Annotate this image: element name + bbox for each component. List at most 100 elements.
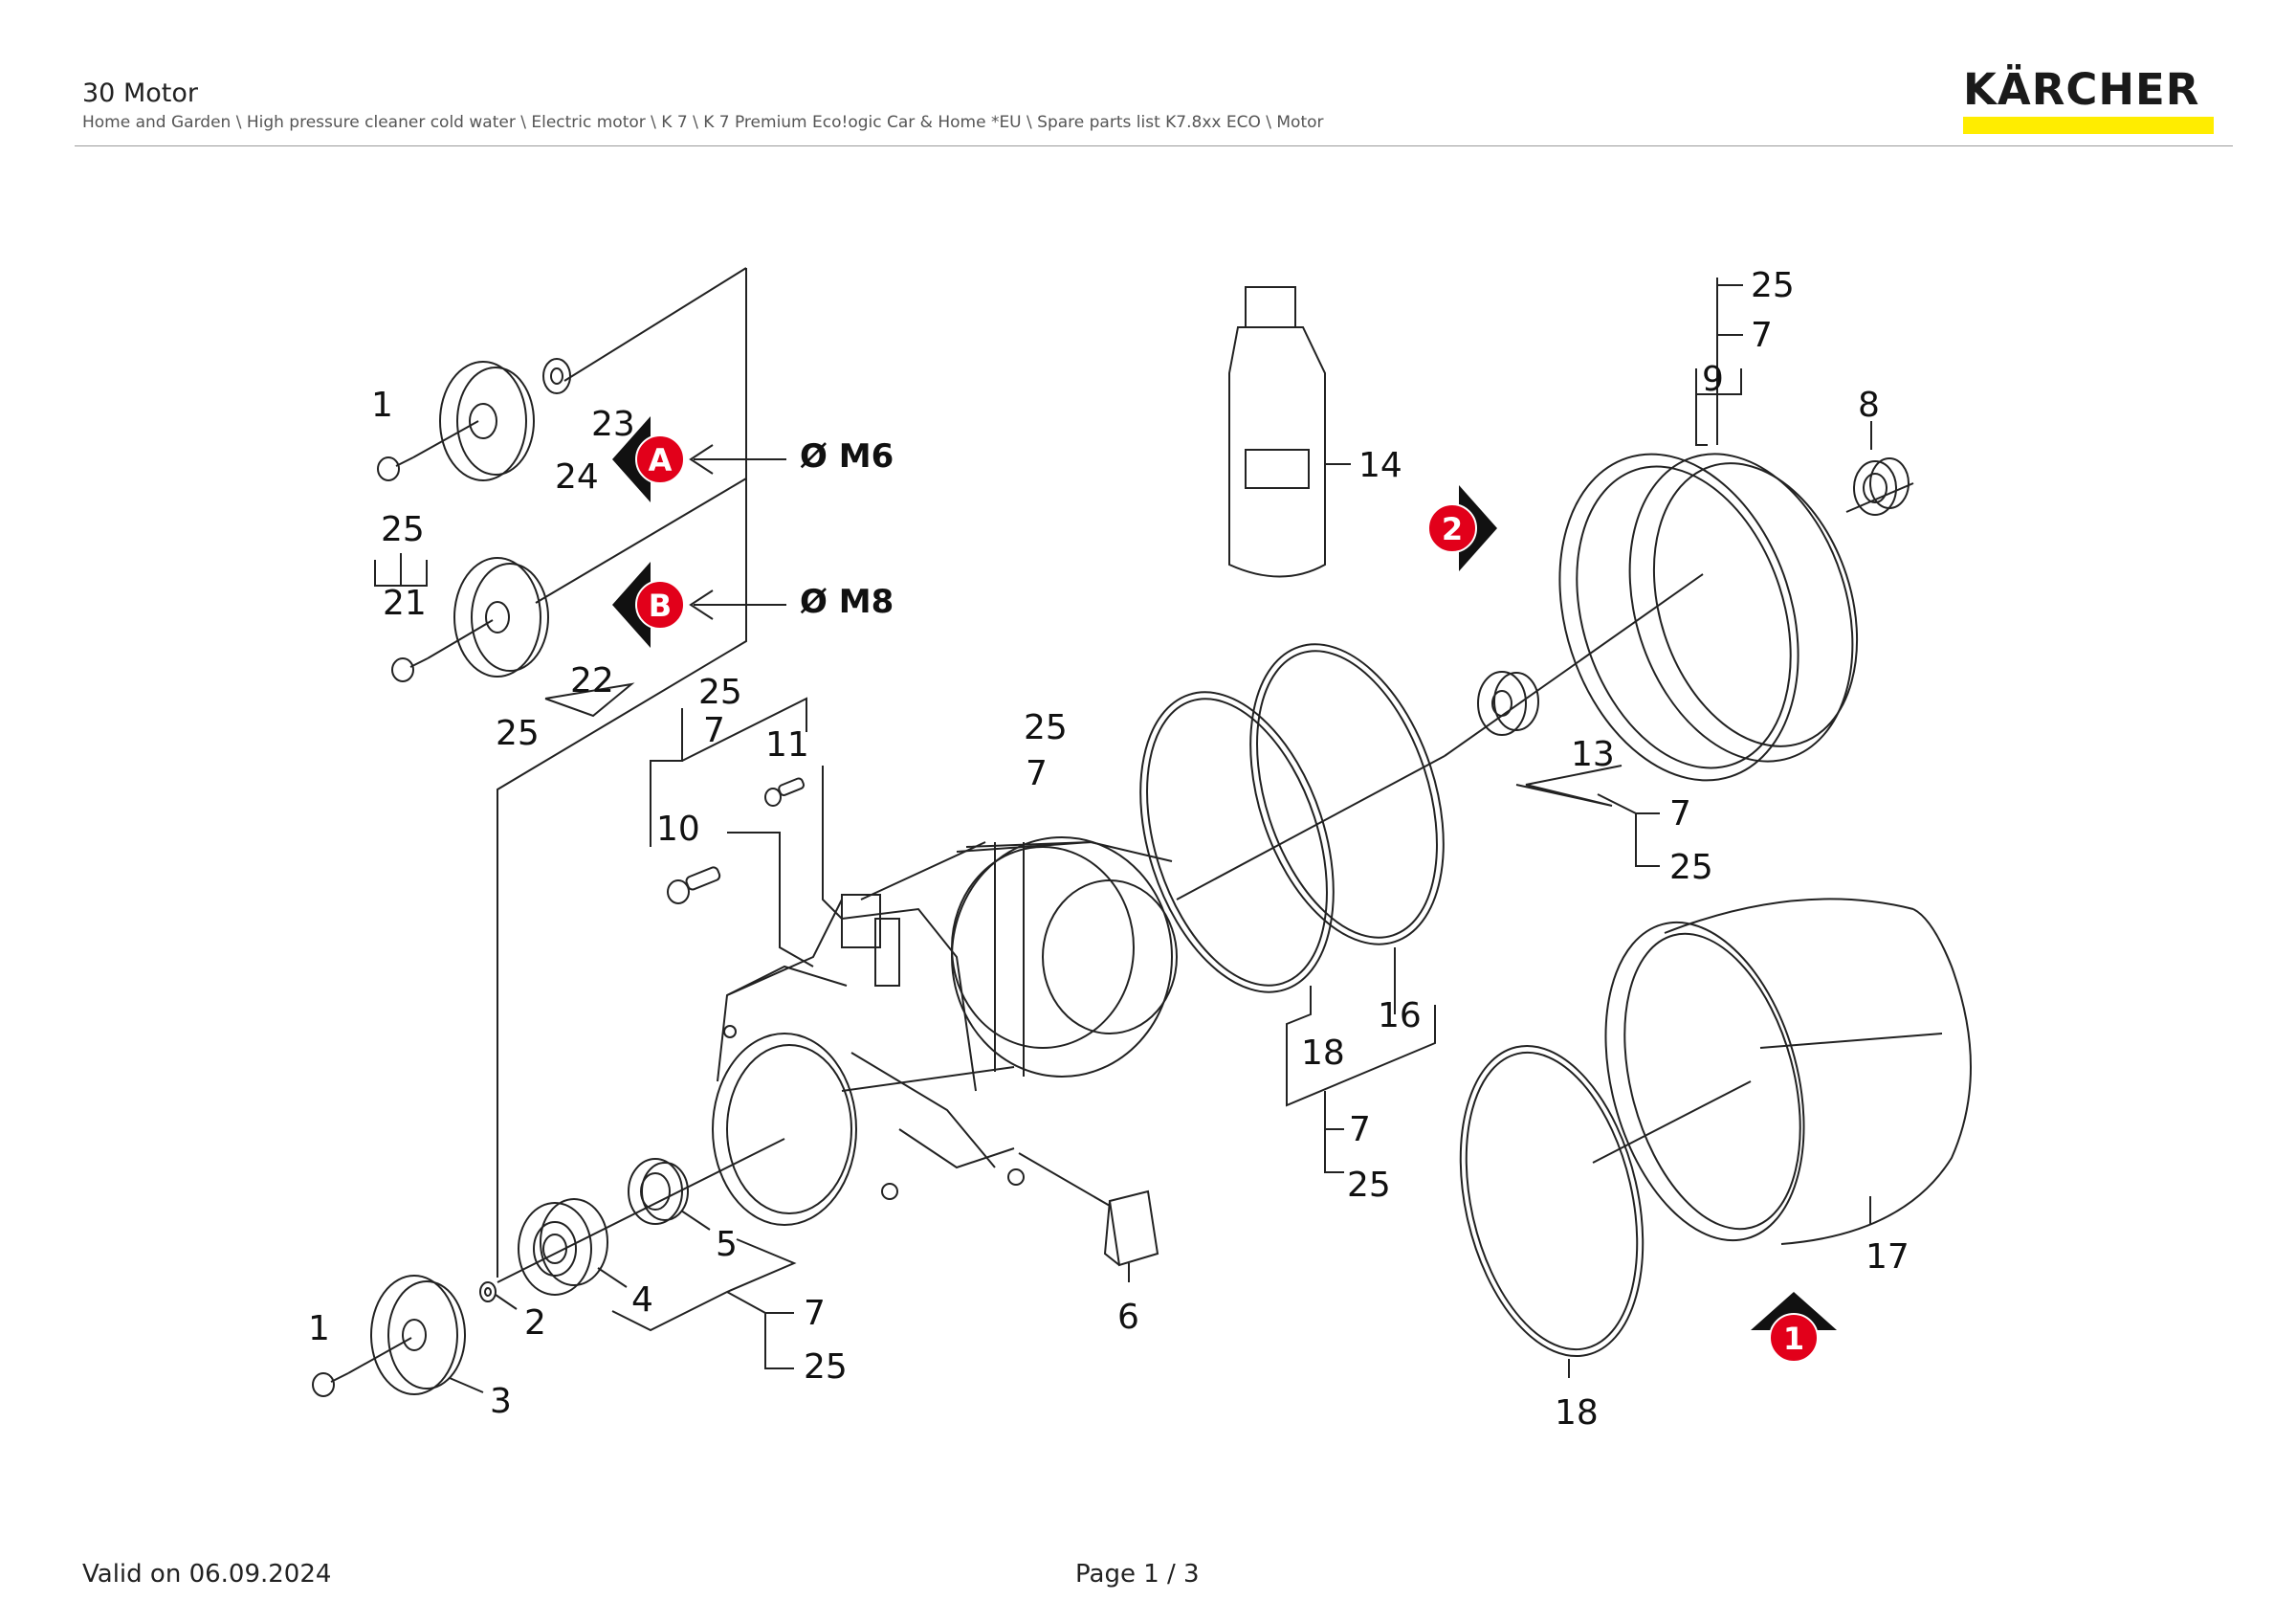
part-label: 1: [371, 386, 393, 425]
bearing-axis: [1444, 573, 1704, 757]
o-ring-18-inner: [1146, 698, 1328, 987]
o-ring-18-bottom-inner: [1465, 1051, 1639, 1351]
part-label: 25: [698, 673, 742, 712]
housing-axis: [1592, 1080, 1752, 1164]
leader-m6-arrow: [689, 444, 714, 475]
part-label: 8: [1858, 386, 1880, 425]
bracket-9: [1695, 394, 1708, 446]
bracket-13: [1515, 765, 1623, 807]
bearing-13: [1477, 671, 1539, 736]
part-label: 7: [804, 1294, 826, 1333]
bracket-7-25-bottom: [726, 1291, 794, 1369]
thread-label-m6: Ø M6: [800, 437, 894, 476]
shaft-axis: [497, 1138, 785, 1283]
logo-text: KÄRCHER: [1963, 64, 2200, 115]
o-ring-18: [1139, 691, 1335, 993]
bottle-14: [1228, 286, 1326, 578]
bracket-7-11: [650, 708, 683, 847]
part-label: 23: [591, 405, 635, 444]
washer-23: [542, 358, 571, 394]
part-label: 25: [804, 1347, 848, 1387]
part-label: 7: [1349, 1110, 1371, 1149]
leader-5: [680, 1210, 711, 1231]
footer-page-number: Page 1 / 3: [1075, 1560, 1200, 1589]
part-label: 22: [570, 661, 614, 700]
part-label: 6: [1117, 1298, 1139, 1337]
part-label: 7: [1751, 316, 1773, 355]
bracket-18-16: [1286, 986, 1436, 1107]
group-frame-line: [535, 478, 747, 604]
part-label: 21: [383, 584, 427, 623]
group-frame-line: [563, 267, 747, 382]
part-label: 9: [1702, 360, 1724, 399]
flange-9: [1558, 453, 1859, 782]
disc-24: [439, 361, 535, 481]
part-label: 24: [555, 457, 599, 497]
callout-b-letter: B: [649, 588, 672, 624]
o-ring-16: [1249, 643, 1445, 945]
o-ring-18-bottom: [1459, 1044, 1645, 1358]
washer-2: [479, 1281, 497, 1302]
callout-b: B: [612, 562, 685, 648]
bracket-7-25-mid: [1324, 1091, 1344, 1173]
screw-10: [667, 866, 721, 904]
leader-2: [495, 1294, 518, 1310]
callout-a: A: [612, 416, 685, 502]
leader-6: [1018, 1152, 1111, 1207]
part-label: 3: [490, 1382, 512, 1421]
screw-11: [764, 777, 806, 807]
part-label: 17: [1866, 1237, 1910, 1277]
disc-3: [370, 1275, 466, 1395]
ring-axis: [1176, 755, 1446, 900]
leader-4: [597, 1267, 628, 1288]
logo-yellow-bar: [1963, 117, 2214, 134]
screw-1-top: [377, 420, 479, 481]
part-label: 25: [381, 510, 425, 549]
housing-cup-17: [1604, 898, 1972, 1245]
part-label: 25: [496, 714, 540, 753]
leader-m8-arrow: [689, 589, 714, 620]
seal-5: [628, 1158, 689, 1225]
connector-axis: [1845, 482, 1914, 513]
part-label: 18: [1555, 1393, 1599, 1433]
callout-a-letter: A: [649, 442, 673, 478]
bracket-9-box: [1695, 368, 1742, 395]
bracket-7-11: [681, 697, 807, 762]
screw-1-bottom: [312, 1337, 412, 1397]
connector-8: [1853, 457, 1910, 516]
part-label: 25: [1751, 266, 1795, 305]
bracket-7-25-right: [1597, 793, 1660, 867]
callout-1-number: 1: [1783, 1321, 1804, 1357]
leader-11: [822, 766, 843, 920]
part-label: 16: [1378, 996, 1422, 1035]
part-label: 25: [1347, 1166, 1391, 1205]
filter-6: [1103, 1189, 1159, 1267]
part-label: 7: [1669, 794, 1691, 834]
page-title: 30 Motor: [82, 78, 198, 108]
leader-3: [449, 1377, 484, 1393]
bracket-22: [544, 682, 635, 718]
header-divider: [75, 145, 2233, 146]
bearing-4: [518, 1198, 608, 1296]
part-label: 25: [1024, 708, 1068, 747]
part-label: 18: [1301, 1034, 1345, 1073]
part-label: 7: [1026, 754, 1048, 793]
part-label: 2: [524, 1303, 546, 1343]
part-label: 1: [308, 1309, 330, 1348]
o-ring-16-inner: [1256, 650, 1438, 939]
brand-logo: KÄRCHER: [1963, 67, 2214, 136]
part-label: 11: [765, 725, 809, 765]
part-label: 13: [1571, 735, 1615, 774]
part-label: 5: [716, 1225, 738, 1264]
breadcrumb: Home and Garden \ High pressure cleaner …: [82, 113, 1324, 132]
part-label: 4: [631, 1280, 653, 1320]
part-label: 7: [703, 711, 725, 750]
part-label: 25: [1669, 848, 1713, 887]
motor-housing: [712, 836, 1178, 1226]
leader-10: [727, 832, 814, 967]
disc-22: [453, 557, 549, 678]
callout-1: 1: [1751, 1292, 1837, 1363]
callout-2-number: 2: [1442, 511, 1463, 547]
thread-label-m8: Ø M8: [800, 583, 894, 621]
